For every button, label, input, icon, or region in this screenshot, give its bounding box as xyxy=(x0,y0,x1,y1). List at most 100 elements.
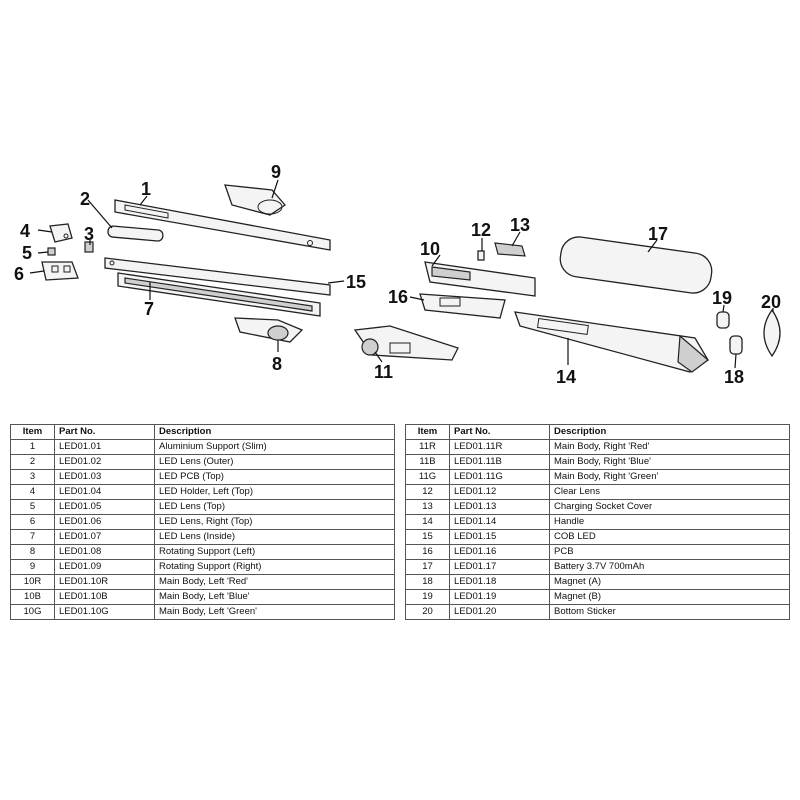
cell-item: 3 xyxy=(10,469,55,485)
cell-part-no: LED01.12 xyxy=(449,484,550,500)
cell-item: 11B xyxy=(405,454,450,470)
cell-description: LED PCB (Top) xyxy=(154,469,395,485)
cell-part-no: LED01.11G xyxy=(449,469,550,485)
cell-part-no: LED01.10R xyxy=(54,574,155,590)
cell-description: Main Body, Right 'Red' xyxy=(549,439,790,455)
cell-description: LED Lens (Outer) xyxy=(154,454,395,470)
cell-item: 9 xyxy=(10,559,55,575)
cell-description: Aluminium Support (Slim) xyxy=(154,439,395,455)
cell-part-no: LED01.08 xyxy=(54,544,155,560)
header-part-no: Part No. xyxy=(54,424,155,440)
cell-description: Main Body, Left 'Green' xyxy=(154,604,395,620)
callout-5: 5 xyxy=(22,243,32,263)
callout-3: 3 xyxy=(84,224,94,244)
callout-7: 7 xyxy=(144,299,154,319)
header-item: Item xyxy=(10,424,55,440)
callout-12: 12 xyxy=(471,220,491,240)
cell-item: 6 xyxy=(10,514,55,530)
cell-part-no: LED01.13 xyxy=(449,499,550,515)
part-clear-lens xyxy=(477,250,485,261)
callout-4: 4 xyxy=(20,221,30,241)
cell-description: LED Holder, Left (Top) xyxy=(154,484,395,500)
cell-description: Magnet (A) xyxy=(549,574,790,590)
part-magnet-b xyxy=(716,311,730,329)
callout-16: 16 xyxy=(388,287,408,307)
cell-part-no: LED01.19 xyxy=(449,589,550,605)
callout-1: 1 xyxy=(141,179,151,199)
callout-2: 2 xyxy=(80,189,90,209)
callout-8: 8 xyxy=(272,354,282,374)
cell-description: LED Lens (Inside) xyxy=(154,529,395,545)
cell-part-no: LED01.11R xyxy=(449,439,550,455)
cell-part-no: LED01.14 xyxy=(449,514,550,530)
callout-11: 11 xyxy=(374,362,393,382)
table-header-row: Item Part No. Description xyxy=(405,424,790,440)
cell-item: 4 xyxy=(10,484,55,500)
callout-14: 14 xyxy=(556,367,576,387)
cell-description: Rotating Support (Left) xyxy=(154,544,395,560)
cell-part-no: LED01.10G xyxy=(54,604,155,620)
cell-description: Clear Lens xyxy=(549,484,790,500)
cell-description: Main Body, Right 'Blue' xyxy=(549,454,790,470)
cell-description: PCB xyxy=(549,544,790,560)
cell-item: 10R xyxy=(10,574,55,590)
cell-part-no: LED01.15 xyxy=(449,529,550,545)
cell-part-no: LED01.06 xyxy=(54,514,155,530)
callout-20: 20 xyxy=(761,292,781,312)
part-led-lens-inside xyxy=(117,272,321,317)
cell-description: LED Lens, Right (Top) xyxy=(154,514,395,530)
part-led-lens-right xyxy=(41,261,79,281)
callout-19: 19 xyxy=(712,288,732,308)
cell-part-no: LED01.10B xyxy=(54,589,155,605)
callout-17: 17 xyxy=(648,224,668,244)
part-magnet-a xyxy=(729,335,743,355)
header-item: Item xyxy=(405,424,450,440)
cell-description: Bottom Sticker xyxy=(549,604,790,620)
part-led-lens-outer xyxy=(107,225,164,242)
cell-item: 20 xyxy=(405,604,450,620)
exploded-parts-diagram: 1 2 3 4 5 6 7 8 9 10 11 12 13 14 15 16 1… xyxy=(14,162,781,387)
cell-item: 7 xyxy=(10,529,55,545)
callout-13: 13 xyxy=(510,215,530,235)
cell-description: Charging Socket Cover xyxy=(549,499,790,515)
callout-9: 9 xyxy=(271,162,281,182)
part-led-lens-top xyxy=(47,247,56,256)
cell-item: 18 xyxy=(405,574,450,590)
cell-part-no: LED01.04 xyxy=(54,484,155,500)
table-header-row: Item Part No. Description xyxy=(10,424,395,440)
part-led-pcb-top xyxy=(84,241,94,253)
cell-item: 14 xyxy=(405,514,450,530)
cell-description: LED Lens (Top) xyxy=(154,499,395,515)
cell-description: Rotating Support (Right) xyxy=(154,559,395,575)
cell-part-no: LED01.20 xyxy=(449,604,550,620)
part-cob-led xyxy=(104,257,331,296)
callout-15: 15 xyxy=(346,272,366,292)
cell-item: 19 xyxy=(405,589,450,605)
cell-part-no: LED01.01 xyxy=(54,439,155,455)
cell-part-no: LED01.02 xyxy=(54,454,155,470)
cell-item: 8 xyxy=(10,544,55,560)
cell-description: COB LED xyxy=(549,529,790,545)
header-part-no: Part No. xyxy=(449,424,550,440)
callout-18: 18 xyxy=(724,367,744,387)
cell-item: 17 xyxy=(405,559,450,575)
